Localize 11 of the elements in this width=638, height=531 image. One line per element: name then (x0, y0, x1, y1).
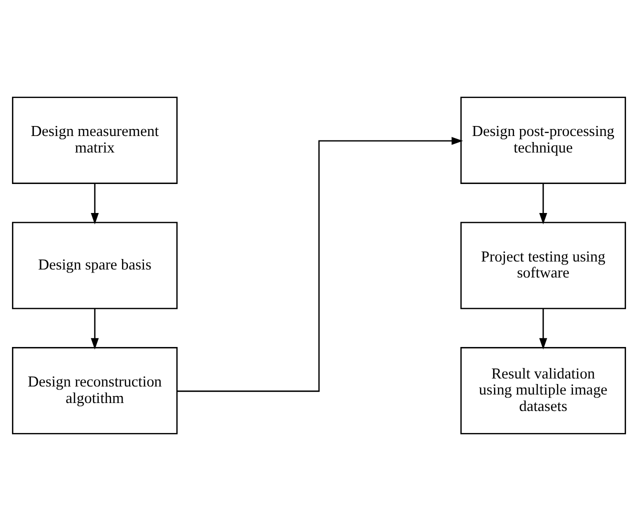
arrow (90, 308, 99, 350)
node-box: Design spare basis (12, 222, 178, 310)
node-box: Project testing using software (460, 222, 626, 310)
node-box: Result validation using multiple image datasets (460, 347, 626, 434)
node-box: Design measurement matrix (12, 96, 178, 184)
arrow (177, 136, 463, 392)
node-box: Design reconstruction algotithm (12, 347, 178, 434)
arrow (539, 183, 548, 224)
node-box: Design post-processing technique (460, 96, 626, 184)
arrow (539, 308, 548, 350)
arrow (90, 183, 99, 224)
